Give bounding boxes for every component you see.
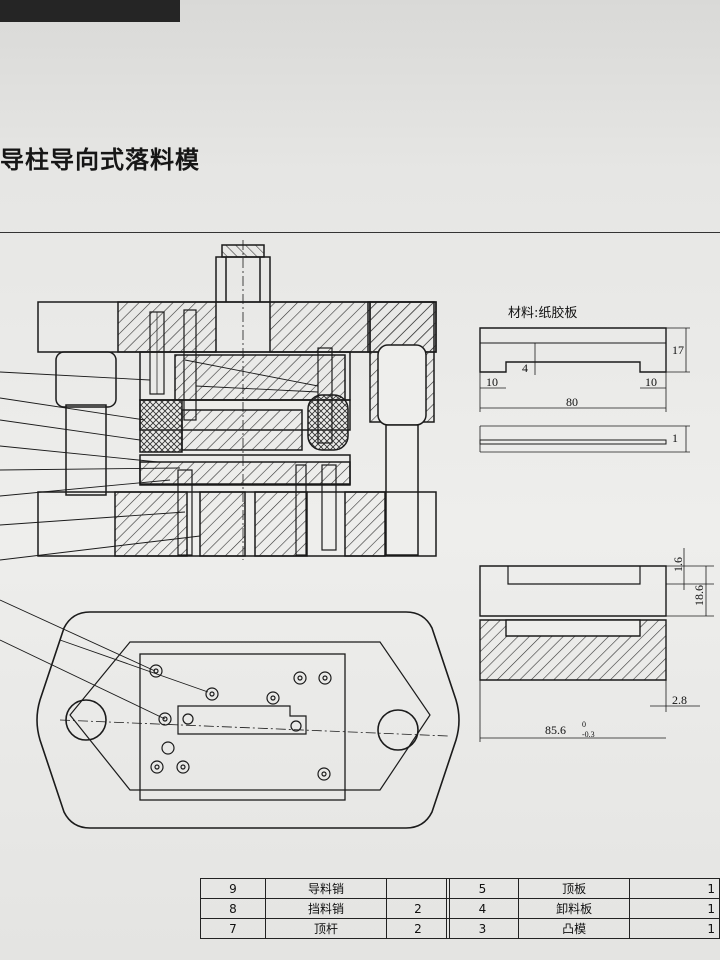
dim-85-6-tol-lower: -0.3	[582, 730, 595, 739]
material-label: 材料:纸胶板	[508, 306, 578, 321]
part-qty: 1	[629, 878, 720, 899]
guide-bushing-right	[377, 344, 427, 426]
part-name: 顶杆	[265, 918, 387, 939]
part-no: 8	[200, 898, 266, 919]
table-row: 7 顶杆 2	[200, 918, 450, 939]
lower-plate-outline	[36, 611, 460, 829]
dim-80: 80	[566, 395, 578, 409]
section-rule	[0, 232, 720, 233]
part-no: 4	[446, 898, 519, 919]
table-row: 9 导料销	[200, 878, 450, 899]
upper-plate-hatch-left	[117, 301, 217, 353]
part-no: 7	[200, 918, 266, 939]
part-qty: 1	[629, 918, 720, 939]
part-name: 卸料板	[517, 898, 631, 919]
part-no: 9	[200, 878, 266, 899]
page-corner-shadow	[0, 0, 180, 22]
guide-hole-left	[65, 699, 107, 741]
dim-85-6: 85.6	[545, 723, 566, 737]
upper-plate-hatch-right	[269, 301, 371, 353]
table-row: 3 凸模 1	[446, 918, 720, 939]
part-no: 5	[446, 878, 519, 899]
guide-post-right	[385, 424, 419, 556]
dim-18-6: 18.6	[692, 585, 706, 606]
dim-85-6-tol-upper: 0	[582, 720, 586, 729]
part-qty: 1	[629, 898, 720, 919]
table-row: 4 卸料板 1	[446, 898, 720, 919]
part-profile	[479, 327, 667, 373]
part-name: 凸模	[517, 918, 631, 939]
dim-2-8: 2.8	[672, 693, 687, 707]
part-name: 挡料销	[265, 898, 387, 919]
part-no: 3	[446, 918, 519, 939]
upper-bushing-left	[55, 351, 117, 408]
dim-10-right: 10	[645, 375, 657, 389]
rubber-block	[139, 399, 183, 453]
front-section-view	[0, 240, 437, 561]
die-plate-outline	[139, 653, 346, 801]
table-row: 8 挡料销 2	[200, 898, 450, 919]
dim-17: 17	[672, 343, 684, 357]
dim-10-left: 10	[486, 375, 498, 389]
guide-post-left	[65, 404, 107, 496]
parts-list-left: 9 导料销 8 挡料销 2 7 顶杆 2	[200, 878, 450, 939]
part-qty	[386, 878, 450, 899]
plan-view	[0, 599, 460, 829]
part-qty: 2	[386, 918, 450, 939]
guide-hole-right	[377, 709, 419, 751]
section-title: 导柱导向式落料模	[0, 146, 200, 174]
die-cross-section	[479, 548, 714, 742]
part-name: 顶板	[517, 878, 631, 899]
dim-1: 1	[672, 431, 678, 445]
part-drawing	[479, 327, 690, 453]
dim-4: 4	[522, 361, 528, 375]
parts-list-right: 5 顶板 1 4 卸料板 1 3 凸模 1	[446, 878, 720, 939]
part-name: 导料销	[265, 878, 387, 899]
table-row: 5 顶板 1	[446, 878, 720, 899]
blank-opening	[177, 705, 307, 735]
part-qty: 2	[386, 898, 450, 919]
dim-1-6: 1.6	[671, 557, 685, 572]
